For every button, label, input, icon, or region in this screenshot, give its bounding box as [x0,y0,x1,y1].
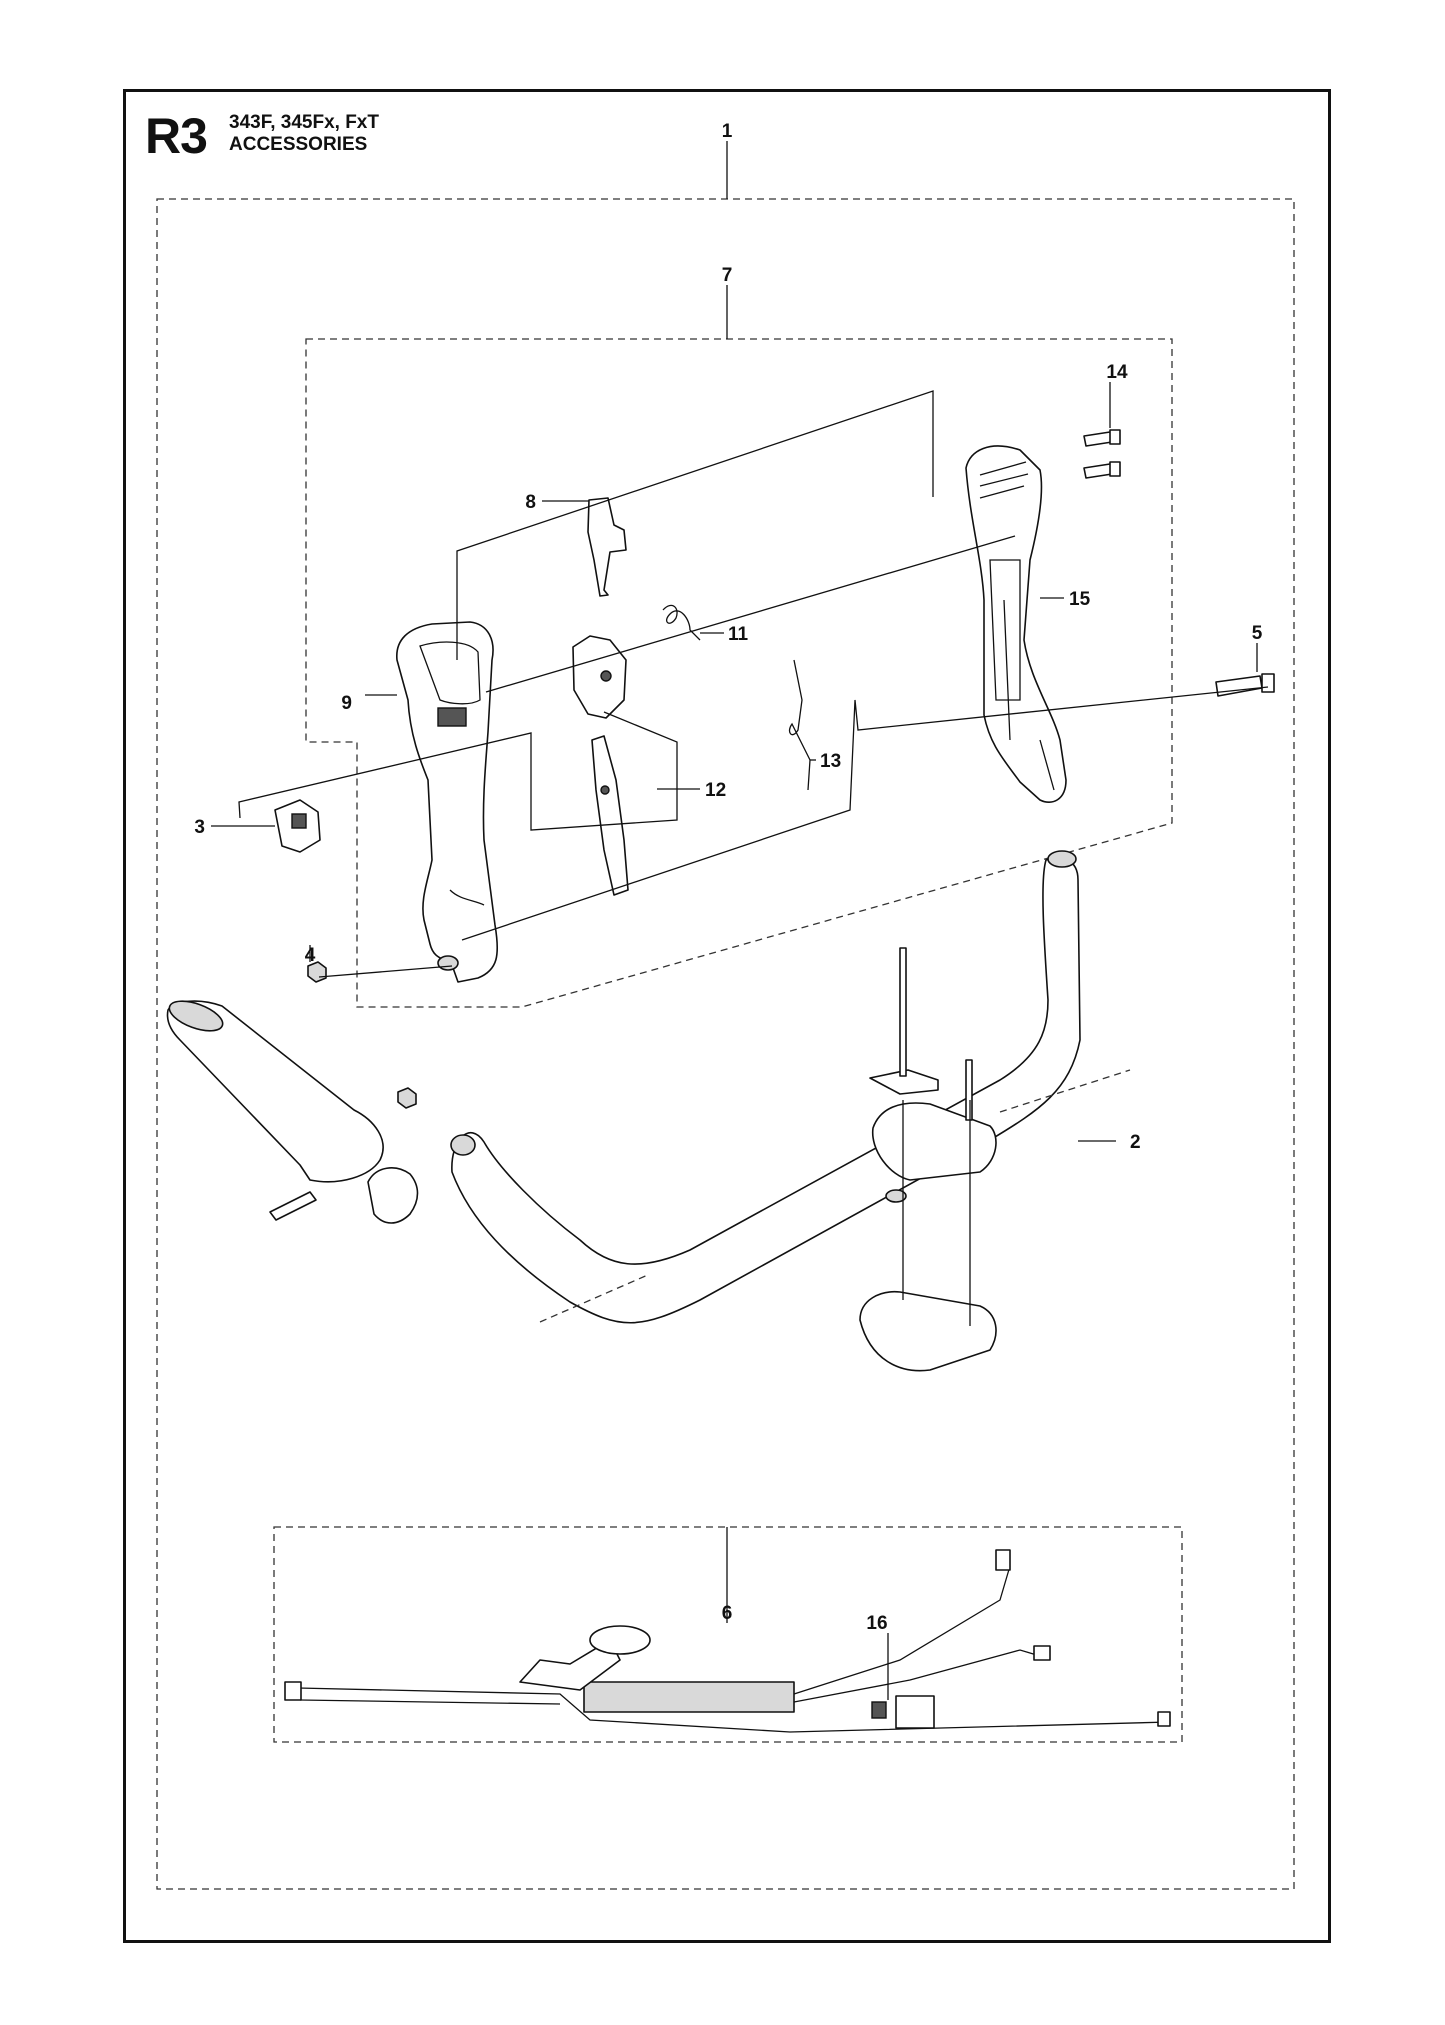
screws-14 [1083,429,1121,479]
grip-screw [269,1191,317,1221]
callout-8: 8 [525,492,536,513]
handle-left-half [396,621,499,983]
callout-3: 3 [194,817,205,838]
throttle-trigger [572,635,629,896]
handle-right-half [965,445,1067,804]
assembly-1-outline [156,198,1295,1890]
model-list: 343F, 345Fx, FxT [229,112,379,133]
handle-clamp [859,947,997,1372]
callout-11: 11 [728,624,749,645]
callout-14: 14 [1106,362,1128,383]
grip-knob [367,1167,419,1224]
page-code: R3 [145,108,208,164]
spring-11 [662,604,701,641]
loop-handle-grip [166,1000,384,1183]
page-frame [123,89,1331,1943]
callout-1: 1 [722,121,733,142]
throttle-lockout-lever [587,497,627,597]
callout-15: 15 [1069,589,1091,610]
loop-handle [450,850,1081,1324]
screw-5 [1215,673,1275,697]
callout-5: 5 [1252,623,1263,644]
callout-13: 13 [820,751,841,772]
grip-nut [397,1087,417,1109]
assembly-7-outline [305,338,1173,1008]
callout-2: 2 [1130,1132,1141,1153]
callout-16: 16 [866,1613,887,1634]
callout-9: 9 [341,693,352,714]
callout-6: 6 [722,1603,733,1624]
spring-13 [788,659,811,791]
section-title: ACCESSORIES [229,134,368,155]
cable-harness [284,1549,1171,1733]
callout-4: 4 [305,945,316,966]
assembly-6-outline [273,1526,1183,1743]
callout-12: 12 [705,780,726,801]
callout-7: 7 [722,265,733,286]
